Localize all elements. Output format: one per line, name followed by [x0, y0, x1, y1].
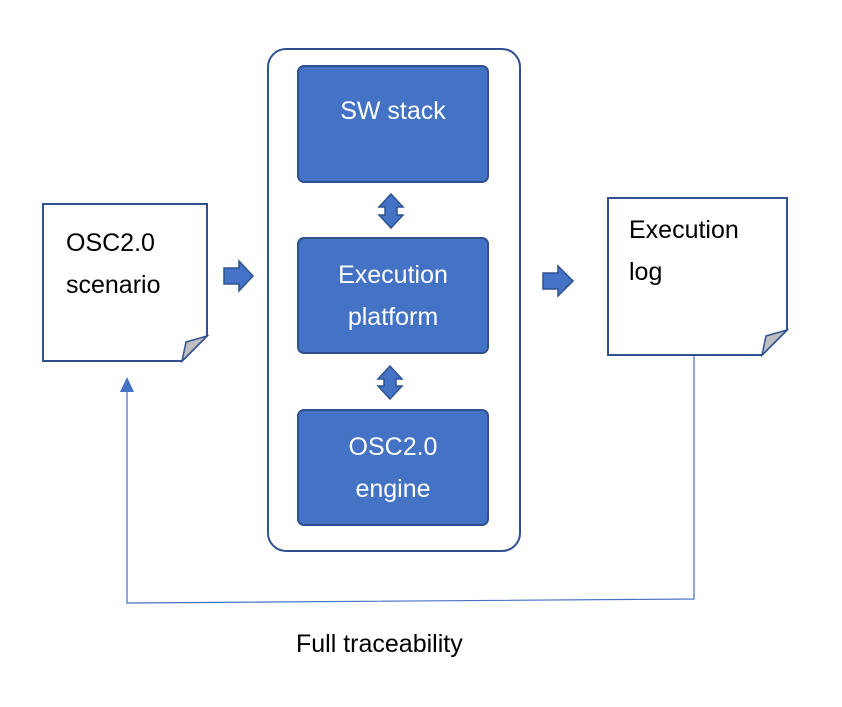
input-document-label: OSC2.0 scenario [66, 222, 161, 306]
output-document-line1: Execution [629, 216, 739, 244]
execution-platform-line1: Execution [338, 260, 448, 289]
sw-stack-block [297, 65, 489, 183]
output-document-line2: log [629, 258, 663, 286]
diagram-caption: Full traceability [296, 630, 463, 658]
sw-stack-label: SW stack [298, 66, 488, 156]
execution-platform-line2: platform [347, 302, 439, 331]
up-down-arrow-icon [377, 192, 405, 230]
right-arrow-icon [223, 259, 255, 293]
osc-engine-label: OSC2.0 engine [298, 410, 488, 525]
up-down-arrow-icon [376, 364, 404, 401]
traceability-line [126, 356, 695, 604]
execution-platform-label: Execution platform [298, 238, 488, 353]
page-fold-icon [180, 334, 210, 364]
output-document-label: Execution log [629, 209, 739, 293]
osc-engine-line2: engine [355, 474, 431, 503]
execution-platform-block [297, 237, 489, 354]
right-arrow-icon [542, 264, 575, 298]
input-document-line2: scenario [66, 271, 161, 299]
arrowhead-up-icon [120, 377, 134, 392]
osc-engine-block [297, 409, 489, 526]
page-fold-icon [760, 328, 790, 358]
sw-stack-text: SW stack [340, 97, 446, 125]
input-document-line1: OSC2.0 [66, 229, 155, 257]
osc-engine-line1: OSC2.0 [348, 432, 438, 461]
